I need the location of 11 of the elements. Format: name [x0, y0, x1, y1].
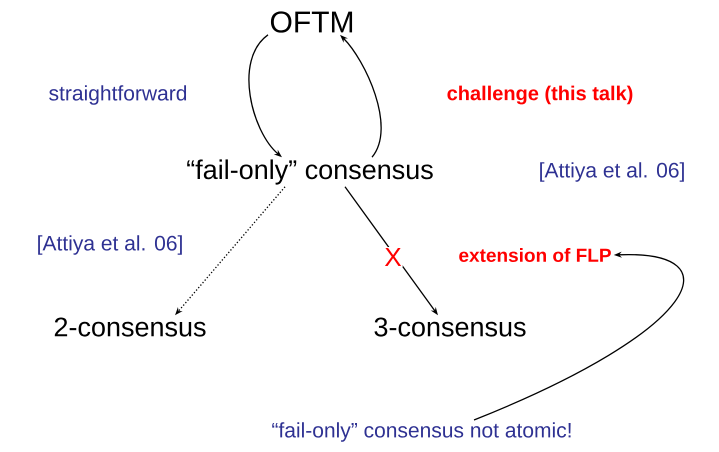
annotation-text: extension of FLP [459, 248, 611, 262]
cross-mark: X [383, 247, 403, 267]
node-text: 3-consensus [374, 317, 526, 337]
annotation-text: “fail-only” consensus not atomic! [272, 422, 571, 442]
node-text: OFTM [270, 11, 352, 33]
edge-label: challenge (this talk) [446, 84, 634, 106]
node-text: 2-consensus [54, 317, 206, 337]
edge-label: straightforward [48, 84, 188, 106]
citation-text: [Attiya et al. 06] [540, 162, 684, 182]
edge-label: [Attiya et al. 06] [36, 234, 184, 256]
node-text: “fail-only” consensus [187, 159, 433, 185]
